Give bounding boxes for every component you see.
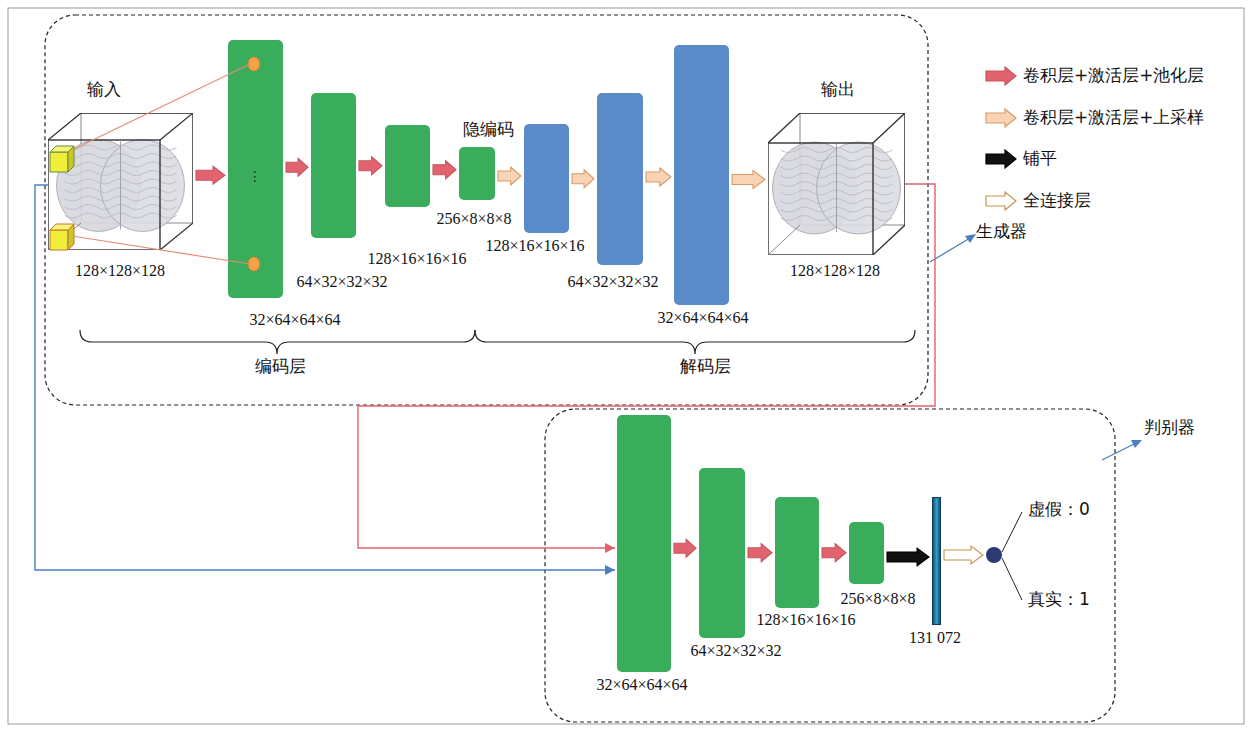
legend-swatch (985, 191, 1017, 211)
leader-line (1102, 443, 1136, 460)
output-neuron: 虚假：0真实：1 (986, 547, 1002, 563)
discriminator-region (545, 409, 1115, 722)
dimension-label: 32×64×64×64 (657, 309, 748, 327)
dimension-label: 128×16×16×16 (367, 250, 466, 268)
feature-bar: 128×16×16×16 (775, 497, 819, 608)
dimension-label: 131 072 (909, 629, 961, 647)
legend-text: 全连接层 (1023, 189, 1091, 212)
feature-bar: 64×32×32×32 (699, 468, 745, 638)
section-label: 生成器 (976, 222, 1027, 242)
section-label: 解码层 (680, 357, 731, 377)
volume-cube: 输出128×128×128 (768, 113, 905, 255)
connector (572, 170, 594, 188)
connector (674, 539, 696, 557)
connector (498, 167, 521, 185)
dimension-label: 32×64×64×64 (596, 676, 687, 694)
node-heading: 真实：1 (1028, 590, 1090, 610)
dimension-label: 128×128×128 (75, 262, 165, 280)
legend-swatch (985, 66, 1017, 86)
legend-swatch (985, 108, 1017, 128)
brain-cube (768, 113, 905, 255)
node-heading: 隐编码 (463, 120, 514, 140)
dimension-label: 64×32×32×32 (567, 273, 658, 291)
generator-region (45, 15, 928, 405)
legend-text: 卷积层+激活层+上采样 (1023, 106, 1205, 129)
connector (35, 185, 615, 575)
feature-bar: 32×64×64×64 (617, 415, 671, 672)
connector (944, 546, 983, 564)
encoder-brace (80, 330, 475, 354)
connector (732, 171, 765, 189)
dimension-label: 128×16×16×16 (485, 237, 584, 255)
leader-head (965, 234, 976, 243)
feature-dot (248, 257, 260, 271)
connector (433, 161, 456, 179)
section-label: 编码层 (255, 357, 306, 377)
connector (748, 544, 772, 562)
output-branch (1002, 558, 1022, 600)
feature-bar: 128×16×16×16 (385, 125, 430, 207)
flatten-vector: 131 072 (932, 497, 941, 625)
leader-head (1131, 440, 1142, 448)
dimension-label: 64×32×32×32 (690, 642, 781, 660)
feature-bar: 隐编码256×8×8×8 (459, 147, 495, 200)
feature-bar: 64×32×32×32 (311, 93, 356, 238)
feature-dot (248, 57, 260, 71)
legend-row: 铺平 (985, 147, 1057, 170)
volume-cube: 输入128×128×128 (48, 113, 193, 250)
ellipsis-mark: ⋮ (248, 168, 262, 184)
dimension-label: 64×32×32×32 (296, 273, 387, 291)
legend-text: 铺平 (1023, 147, 1057, 170)
patch-cube (50, 224, 74, 250)
feature-bar: 64×32×32×32 (597, 93, 643, 265)
legend-text: 卷积层+激活层+池化层 (1023, 64, 1205, 87)
output-branch (1002, 512, 1022, 552)
connector (822, 544, 846, 562)
connector (887, 548, 929, 566)
dimension-label: 256×8×8×8 (840, 590, 915, 608)
dimension-label: 32×64×64×64 (249, 311, 340, 329)
dimension-label: 128×16×16×16 (756, 611, 855, 629)
node-heading: 输出 (821, 80, 855, 100)
feature-bar: 128×16×16×16 (524, 124, 569, 233)
node-heading: 虚假：0 (1028, 500, 1090, 520)
dimension-label: 128×128×128 (790, 262, 880, 280)
feature-bar: 256×8×8×8 (849, 522, 884, 584)
connector (286, 158, 308, 176)
legend-row: 卷积层+激活层+上采样 (985, 106, 1205, 129)
legend-swatch (985, 149, 1017, 169)
dimension-label: 256×8×8×8 (436, 210, 511, 228)
leader-line (930, 238, 970, 262)
legend-row: 全连接层 (985, 189, 1091, 212)
patch-line (72, 236, 250, 264)
legend-row: 卷积层+激活层+池化层 (985, 64, 1205, 87)
connector (359, 157, 382, 175)
outer-frame (8, 8, 1244, 724)
section-label: 判别器 (1144, 418, 1195, 438)
connector (646, 168, 671, 186)
patch-cube (50, 146, 74, 172)
decoder-brace (475, 330, 915, 354)
feature-bar: 32×64×64×64 (674, 45, 729, 305)
brain-cube (48, 113, 193, 250)
node-heading: 输入 (87, 80, 121, 100)
connector (196, 166, 225, 184)
patch-line (72, 64, 250, 150)
